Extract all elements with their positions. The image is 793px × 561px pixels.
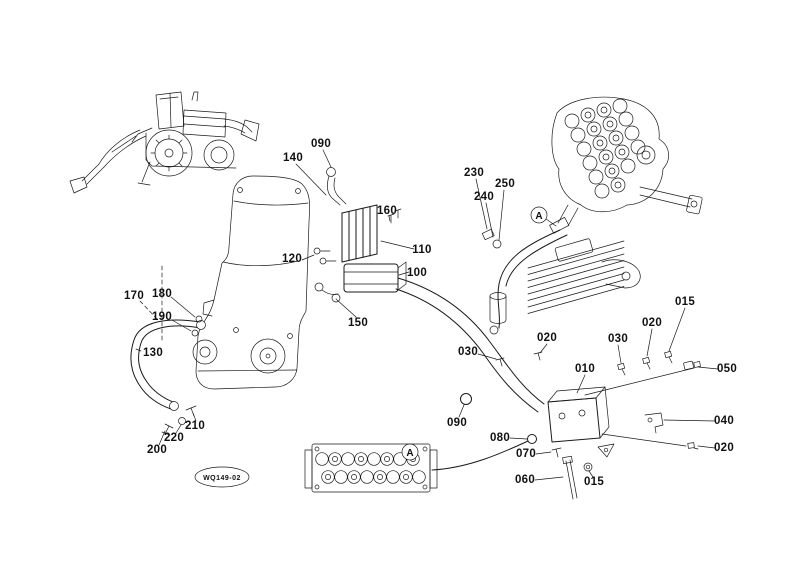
- callout-040: 040: [714, 415, 734, 427]
- drawing-stamp: WQ149-02: [194, 466, 250, 488]
- callout-010: 010: [575, 363, 595, 375]
- callout-160: 160: [377, 205, 397, 217]
- control-unit: [313, 167, 407, 303]
- callout-020-lower: 020: [714, 442, 734, 454]
- callout-labels: 090 140 160 110 100 120 150 230 240 250 …: [124, 138, 737, 488]
- callout-230: 230: [464, 167, 484, 179]
- connection-marker-a-manifold-label: A: [406, 448, 413, 459]
- junction-block: [547, 350, 701, 500]
- callout-120: 120: [282, 253, 302, 265]
- callout-030-upper: 030: [608, 333, 628, 345]
- callout-190: 190: [152, 311, 172, 323]
- connection-marker-a-manifold: A: [401, 443, 419, 461]
- callout-200: 200: [147, 444, 167, 456]
- gear-case-outline: [161, 175, 310, 390]
- callout-030-mid: 030: [458, 346, 478, 358]
- callout-240: 240: [474, 191, 494, 203]
- callout-110: 110: [412, 244, 431, 256]
- hydraulic-valve-block: [549, 96, 703, 234]
- callout-080: 080: [490, 432, 510, 444]
- callout-250: 250: [495, 178, 515, 190]
- callout-180: 180: [152, 288, 172, 300]
- leader-lines: [135, 149, 719, 481]
- callout-020-mid: 020: [537, 332, 557, 344]
- drawing-stamp-label: WQ149-02: [203, 475, 241, 482]
- callout-140: 140: [283, 152, 303, 164]
- manifold-block: [304, 443, 438, 493]
- callout-220: 220: [164, 432, 184, 444]
- callout-020-upper: 020: [642, 317, 662, 329]
- hatched-bracket: [527, 238, 641, 314]
- callout-130: 130: [143, 347, 163, 359]
- callout-015-upper: 015: [675, 296, 695, 308]
- callout-210: 210: [185, 420, 205, 432]
- callout-050: 050: [717, 363, 737, 375]
- machine-illustration: [69, 91, 260, 194]
- hoses: [130, 228, 568, 471]
- connection-marker-a-valve: A: [530, 206, 548, 224]
- callout-090-lower: 090: [447, 417, 467, 429]
- callout-015-lower: 015: [584, 476, 604, 488]
- callout-060: 060: [515, 474, 535, 486]
- callout-100: 100: [407, 267, 427, 279]
- callout-070: 070: [516, 448, 536, 460]
- callout-150: 150: [348, 317, 368, 329]
- callout-170: 170: [124, 290, 144, 302]
- callout-090-top: 090: [311, 138, 331, 150]
- connection-marker-a-valve-label: A: [535, 211, 542, 222]
